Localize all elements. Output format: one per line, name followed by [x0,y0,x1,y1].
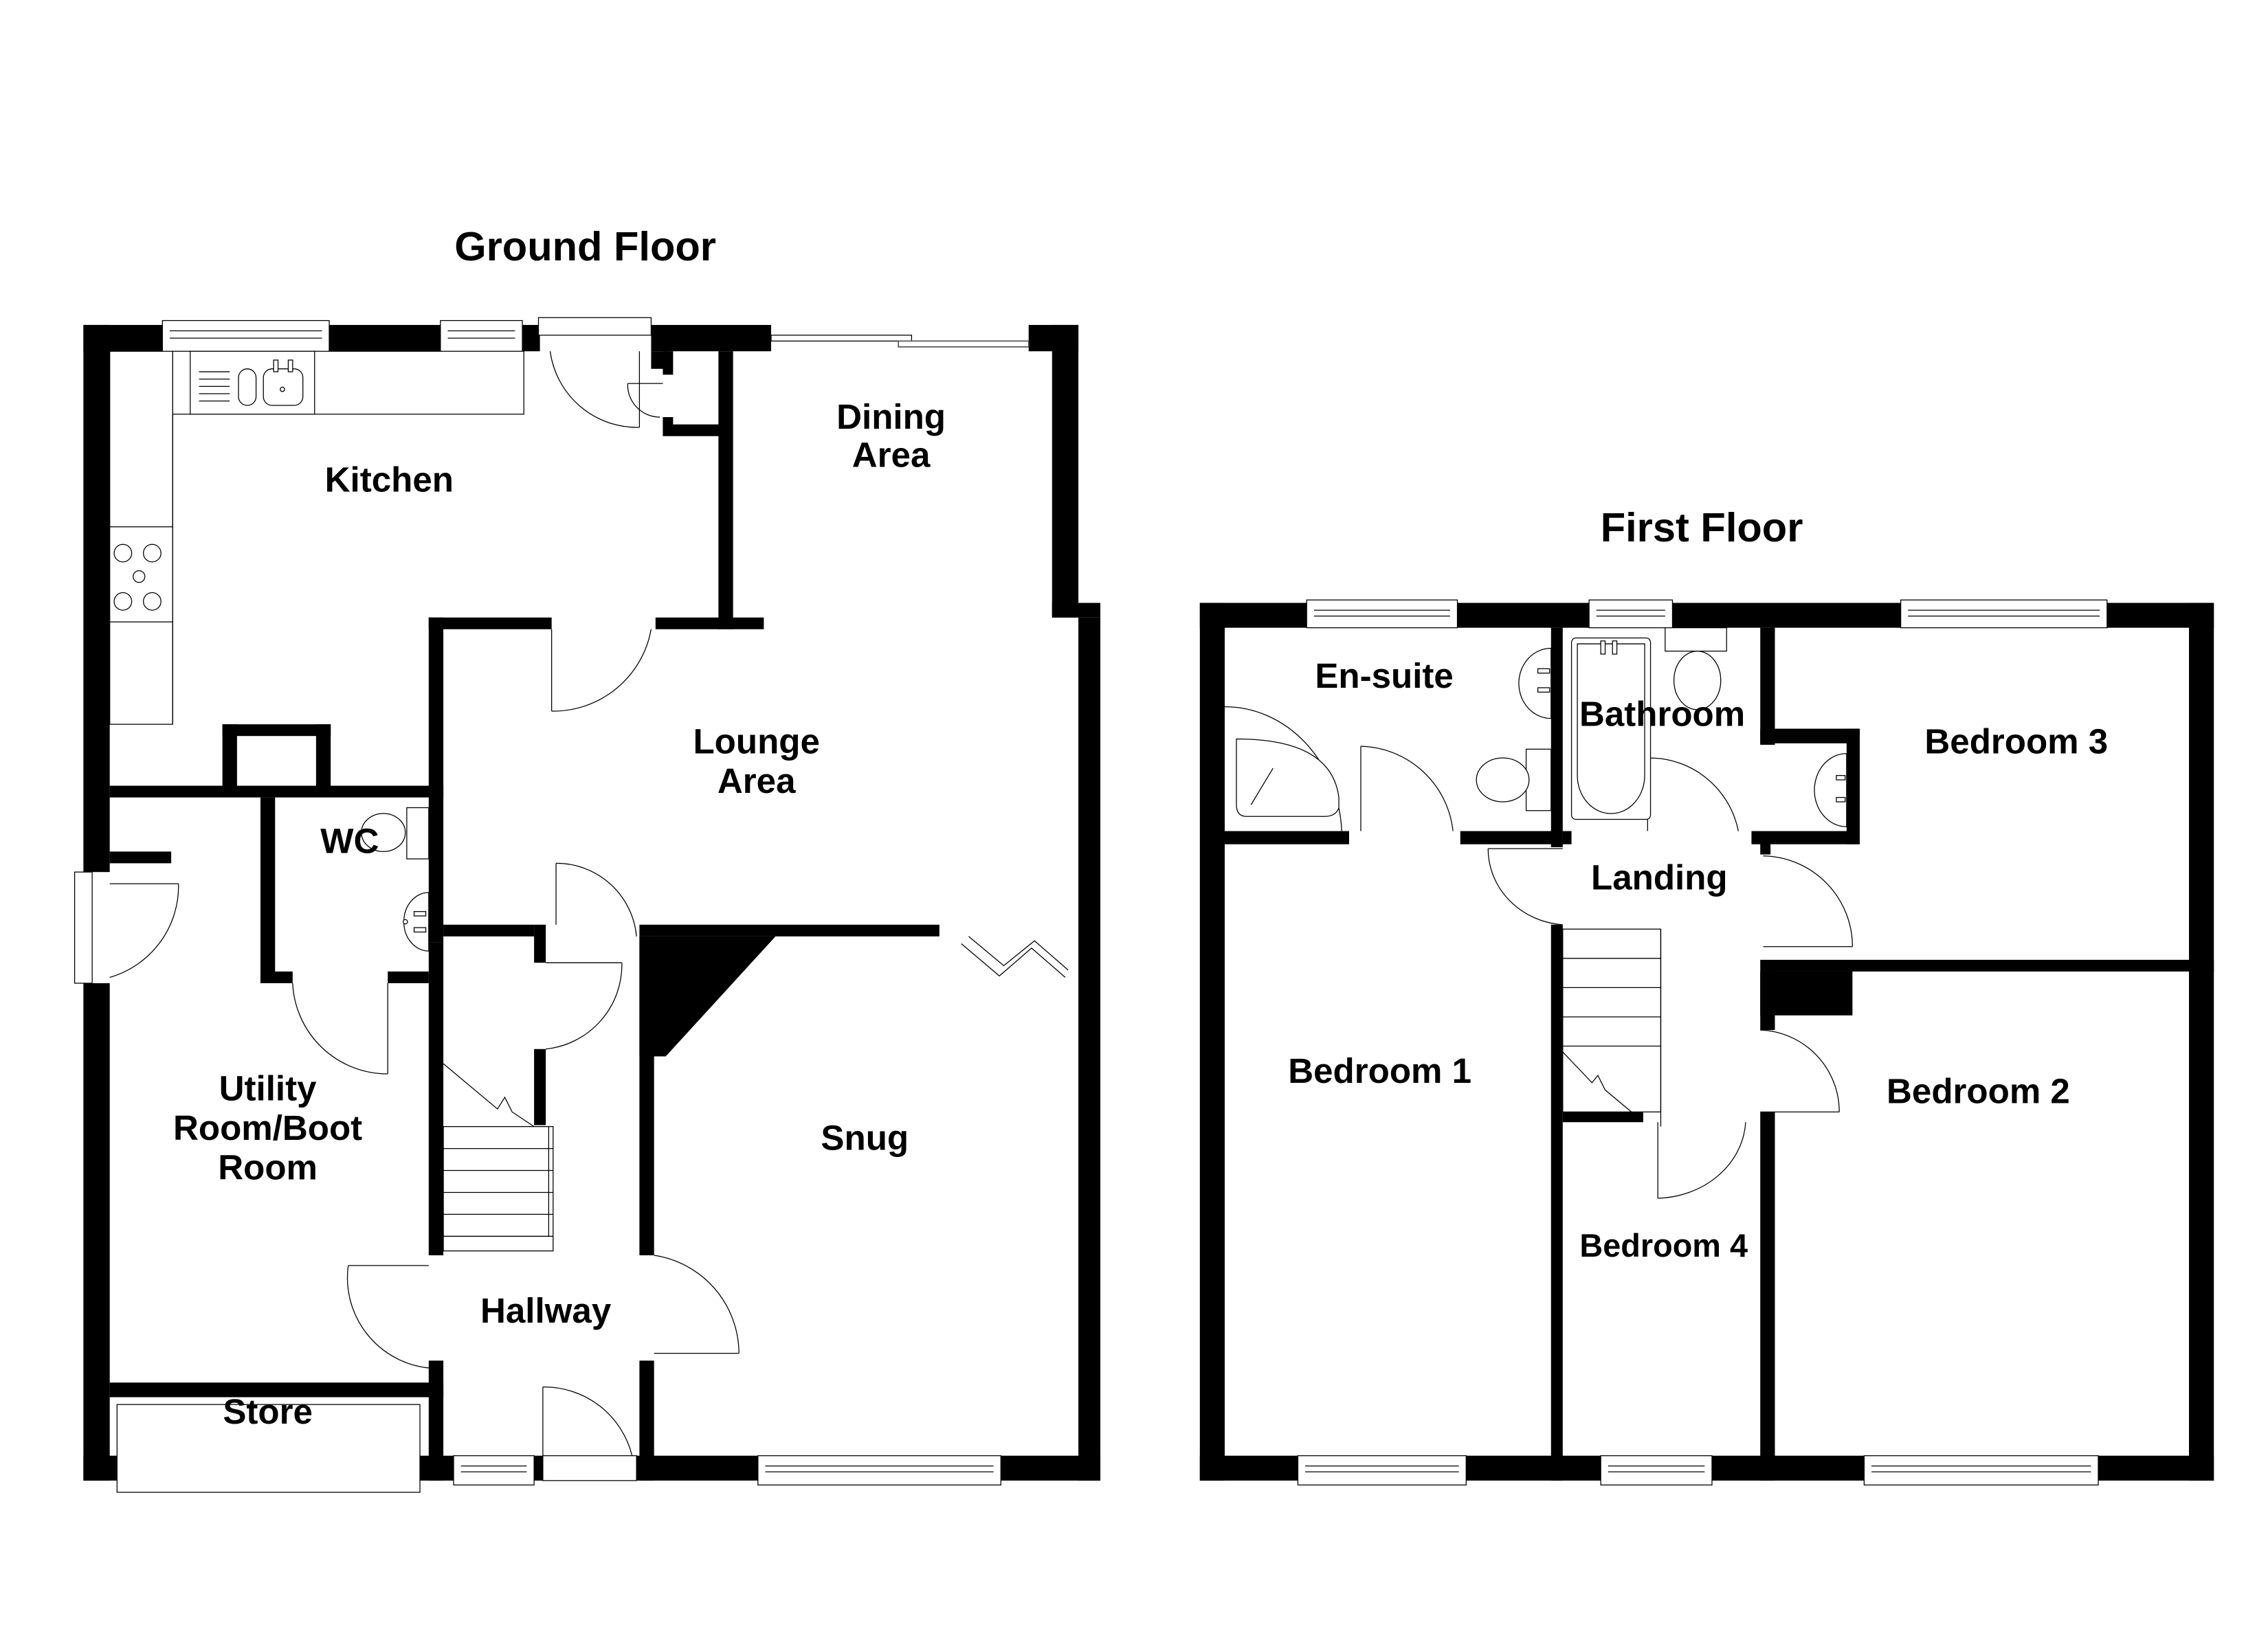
ground-floor-walls [83,324,1101,1481]
room-label-utility: Utility [219,1068,317,1108]
kitchen-fittings [109,350,524,725]
room-label-kitchen: Kitchen [325,460,454,500]
room-label-landing: Landing [1591,858,1728,897]
first-floor-title: First Floor [1601,504,1803,550]
ground-floor-title: Ground Floor [454,223,716,269]
basin-icon [1814,753,1847,827]
room-label-utility-3: Room [218,1147,318,1187]
first-floor-labels: En-suite Bathroom Bedroom 3 Landing Bedr… [1288,656,2108,1264]
first-floor-stairs [1562,928,1662,1127]
toilet-icon [361,813,406,853]
ground-floor-stairs [443,1063,554,1252]
basin-icon [1518,647,1552,719]
room-label-snug: Snug [821,1119,909,1158]
first-floor-walls [1199,603,2214,1481]
room-label-bedroom-2: Bedroom 2 [1887,1072,2070,1111]
room-label-bathroom: Bathroom [1579,694,1745,733]
wc-fittings [361,807,430,952]
room-label-bedroom-1: Bedroom 1 [1288,1051,1471,1090]
shower-icon [1236,738,1339,817]
room-label-wc: WC [320,822,379,861]
toilet-icon [1476,757,1530,803]
room-label-lounge: Lounge [693,722,819,761]
ground-floor-doors [109,317,1069,1481]
room-label-bedroom-4: Bedroom 4 [1579,1228,1748,1264]
room-label-dining: Dining [836,397,946,436]
room-label-dining-2: Area [852,435,931,474]
ground-floor-labels: Kitchen Dining Area Lounge Area WC Utili… [173,397,946,1431]
room-label-ensuite: En-suite [1315,656,1453,695]
room-label-store: Store [223,1392,313,1431]
first-floor: First Floor [1199,504,2214,1485]
first-floor-doors [1224,706,1853,1199]
toilet-icon [1673,651,1722,710]
first-floor-fittings [1236,627,1847,827]
first-floor-windows [1297,599,2108,1485]
room-label-bedroom-3: Bedroom 3 [1924,722,2108,761]
room-label-hallway: Hallway [480,1291,612,1330]
ground-floor: Ground Floor [74,223,1101,1493]
room-label-lounge-2: Area [718,761,796,800]
room-label-utility-2: Room/Boot [173,1108,362,1147]
ground-floor-windows [74,319,1030,1493]
